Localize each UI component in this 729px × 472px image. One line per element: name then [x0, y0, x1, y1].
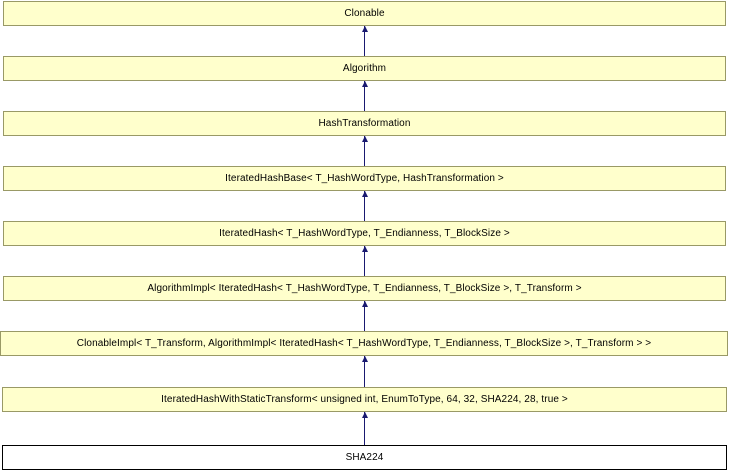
class-node-label: IteratedHash< T_HashWordType, T_Endianne…	[219, 228, 510, 239]
inheritance-edge	[364, 301, 365, 331]
arrow-up-icon	[362, 412, 368, 418]
class-node-clonable[interactable]: Clonable	[3, 1, 726, 26]
arrow-up-icon	[362, 356, 368, 362]
arrow-up-icon	[362, 136, 368, 142]
class-node-label: Clonable	[344, 8, 385, 19]
class-node-label: ClonableImpl< T_Transform, AlgorithmImpl…	[76, 338, 652, 349]
class-node-hashtransformation[interactable]: HashTransformation	[3, 111, 726, 136]
class-node-label: Algorithm	[342, 63, 387, 74]
inheritance-edge	[364, 136, 365, 166]
class-node-algorithm[interactable]: Algorithm	[3, 56, 726, 81]
arrow-up-icon	[362, 246, 368, 252]
class-node-label: HashTransformation	[318, 118, 411, 129]
arrow-up-icon	[362, 81, 368, 87]
class-node-iteratedhash[interactable]: IteratedHash< T_HashWordType, T_Endianne…	[3, 221, 726, 246]
inheritance-edge	[364, 191, 365, 221]
class-node-label: SHA224	[345, 452, 384, 463]
arrow-up-icon	[362, 191, 368, 197]
inheritance-edge	[364, 356, 365, 387]
class-node-clonableimpl[interactable]: ClonableImpl< T_Transform, AlgorithmImpl…	[0, 331, 728, 356]
inheritance-edge	[364, 81, 365, 111]
inheritance-edge	[364, 26, 365, 56]
inheritance-edge	[364, 246, 365, 276]
class-node-label: AlgorithmImpl< IteratedHash< T_HashWordT…	[147, 283, 582, 294]
class-node-algorithmimpl[interactable]: AlgorithmImpl< IteratedHash< T_HashWordT…	[3, 276, 726, 301]
class-node-label: IteratedHashBase< T_HashWordType, HashTr…	[225, 173, 504, 184]
arrow-up-icon	[362, 301, 368, 307]
class-node-iteratedhashbase[interactable]: IteratedHashBase< T_HashWordType, HashTr…	[3, 166, 726, 191]
arrow-up-icon	[362, 26, 368, 32]
inheritance-edge	[364, 412, 365, 445]
class-node-sha224[interactable]: SHA224	[2, 445, 727, 470]
class-node-label: IteratedHashWithStaticTransform< unsigne…	[161, 394, 568, 405]
class-node-iteratedhashwithstatictransform[interactable]: IteratedHashWithStaticTransform< unsigne…	[2, 387, 727, 412]
